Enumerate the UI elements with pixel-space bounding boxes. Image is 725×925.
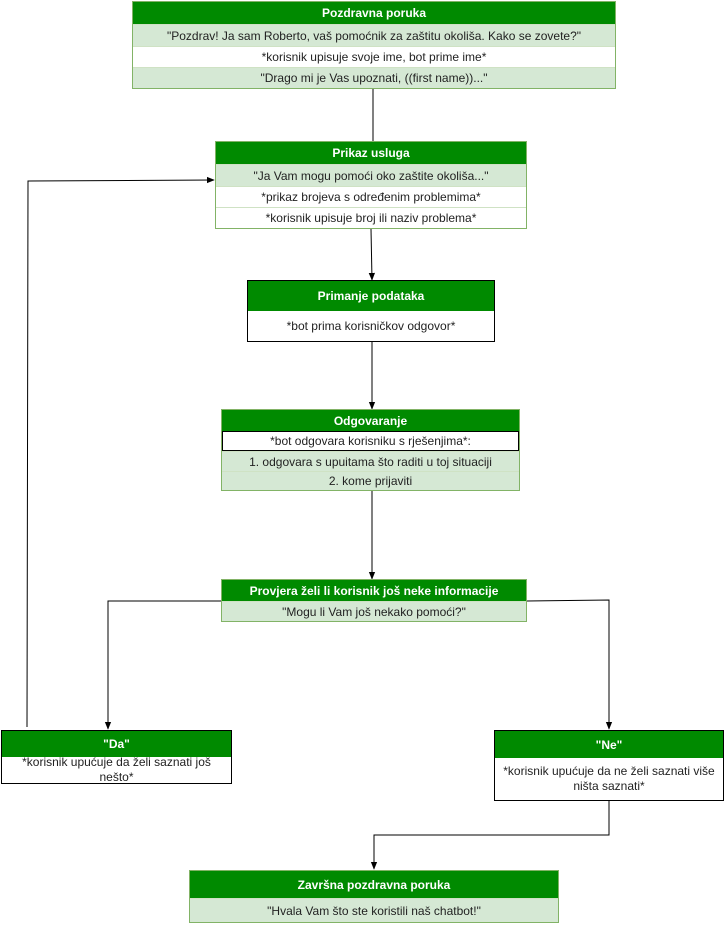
node-row: *bot odgovara korisniku s rješenjima*: bbox=[222, 431, 519, 451]
node-title: "Ne" bbox=[495, 731, 723, 758]
node-row: 1. odgovara s upuitama što raditi u toj … bbox=[222, 451, 519, 471]
node-da[interactable]: "Da" *korisnik upućuje da želi saznati j… bbox=[1, 730, 232, 784]
node-title: Provjera želi li korisnik još neke infor… bbox=[222, 580, 526, 601]
node-provjera[interactable]: Provjera želi li korisnik još neke infor… bbox=[221, 579, 527, 622]
node-odgovaranje[interactable]: Odgovaranje *bot odgovara korisniku s rj… bbox=[221, 409, 520, 491]
node-row: 2. kome prijaviti bbox=[222, 471, 519, 490]
node-row: *korisnik upisuje svoje ime, bot prime i… bbox=[133, 46, 615, 67]
node-zavrsna-poruka[interactable]: Završna pozdravna poruka "Hvala Vam što … bbox=[189, 870, 559, 923]
node-title: "Da" bbox=[2, 731, 231, 757]
node-body: *bot prima korisničkov odgovor* bbox=[286, 318, 456, 333]
node-row: "Pozdrav! Ja sam Roberto, vaš pomoćnik z… bbox=[133, 24, 615, 46]
node-body: *korisnik upućuje da želi saznati još ne… bbox=[22, 755, 211, 784]
node-title: Prikaz usluga bbox=[216, 142, 526, 164]
node-row: "Mogu li Vam još nekako pomoći?" bbox=[222, 601, 526, 621]
node-row: *prikaz brojeva s određenim problemima* bbox=[216, 186, 526, 207]
edge-provjera-to-da bbox=[104, 600, 222, 730]
node-row: "Ja Vam mogu pomoći oko zaštite okoliša.… bbox=[216, 164, 526, 186]
edge-prikaz-to-primanje bbox=[368, 228, 376, 281]
node-pozdravna-poruka[interactable]: Pozdravna poruka "Pozdrav! Ja sam Robert… bbox=[132, 1, 616, 89]
edge-ne-to-zavrsna bbox=[370, 801, 610, 870]
node-body: *korisnik upućuje da ne želi saznati viš… bbox=[503, 764, 715, 793]
node-ne[interactable]: "Ne" *korisnik upućuje da ne želi saznat… bbox=[494, 730, 724, 801]
node-row: "Drago mi je Vas upoznati, ((first name)… bbox=[133, 67, 615, 88]
node-prikaz-usluga[interactable]: Prikaz usluga "Ja Vam mogu pomoći oko za… bbox=[215, 141, 527, 229]
node-title: Odgovaranje bbox=[222, 410, 519, 431]
edge-da-loop-to-prikaz bbox=[26, 176, 215, 728]
node-primanje-podataka[interactable]: Primanje podataka *bot prima korisničkov… bbox=[247, 280, 495, 342]
node-title: Završna pozdravna poruka bbox=[190, 871, 558, 898]
node-row: "Hvala Vam što ste koristili naš chatbot… bbox=[190, 898, 558, 922]
node-title: Primanje podataka bbox=[248, 281, 494, 311]
edge-provjera-to-ne bbox=[526, 599, 613, 730]
node-row: *korisnik upisuje broj ili naziv problem… bbox=[216, 207, 526, 228]
node-title: Pozdravna poruka bbox=[133, 2, 615, 24]
